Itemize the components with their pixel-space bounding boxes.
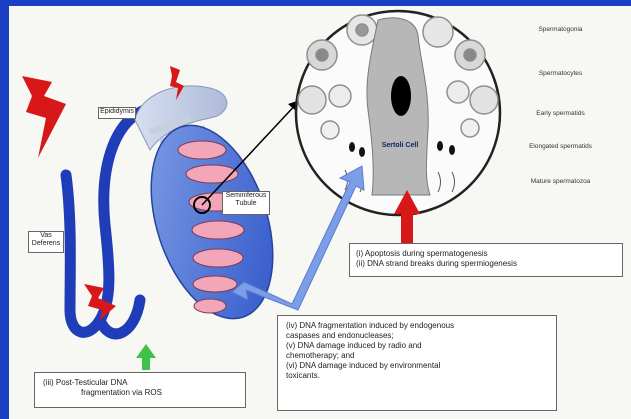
stage-mature-spermatozoa: Mature spermatozoa xyxy=(498,178,623,185)
testicular-causes-box: (i) Apoptosis during spermatogenesis (ii… xyxy=(349,243,623,277)
testicular-cause-2: (ii) DNA strand breaks during spermiogen… xyxy=(356,259,616,269)
seminiferous-tubule-label: Seminiferous Tubule xyxy=(222,191,270,215)
epididymis-label-text: Epididymis xyxy=(100,108,134,115)
ros-bolt-left xyxy=(22,76,66,158)
fragmentation-line-2: caspases and endonucleases; xyxy=(286,331,548,341)
testicular-cause-1: (i) Apoptosis during spermatogenesis xyxy=(356,249,616,259)
sertoli-nucleus xyxy=(391,76,411,116)
stage-spermatogonia: Spermatogonia xyxy=(498,26,623,33)
green-arrow-head xyxy=(136,344,156,358)
post-testicular-line-1: (iii) Post-Testicular DNA xyxy=(43,378,237,388)
post-testicular-box: (iii) Post-Testicular DNA fragmentation … xyxy=(34,372,246,408)
vas-deferens-label: Vas Deferens xyxy=(28,231,64,253)
sertoli-cell-label: Sertoli Cell xyxy=(381,142,419,150)
fragmentation-line-5: (vi) DNA damage induced by environmental xyxy=(286,361,548,371)
stage-spermatocytes: Spermatocytes xyxy=(498,70,623,77)
fragmentation-line-1: (iv) DNA fragmentation induced by endoge… xyxy=(286,321,548,331)
seminiferous-tubule-label-text: Seminiferous Tubule xyxy=(226,192,267,207)
stage-early-spermatids: Early spermatids xyxy=(498,110,623,117)
dna-fragmentation-box: (iv) DNA fragmentation induced by endoge… xyxy=(277,315,557,411)
post-testicular-line-2: fragmentation via ROS xyxy=(43,388,237,398)
fragmentation-line-3: (v) DNA damage induced by radio and xyxy=(286,341,548,351)
sertoli-cell-label-text: Sertoli Cell xyxy=(382,142,419,149)
fragmentation-line-4: chemotherapy; and xyxy=(286,351,548,361)
stage-elongated-spermatids: Elongated spermatids xyxy=(498,143,623,150)
fragmentation-line-6: toxicants. xyxy=(286,371,548,381)
epididymis-label: Epididymis xyxy=(98,107,136,119)
vas-deferens-label-text: Vas Deferens xyxy=(32,232,60,247)
red-arrow-shaft xyxy=(401,212,413,244)
green-arrow-shaft xyxy=(142,356,150,370)
